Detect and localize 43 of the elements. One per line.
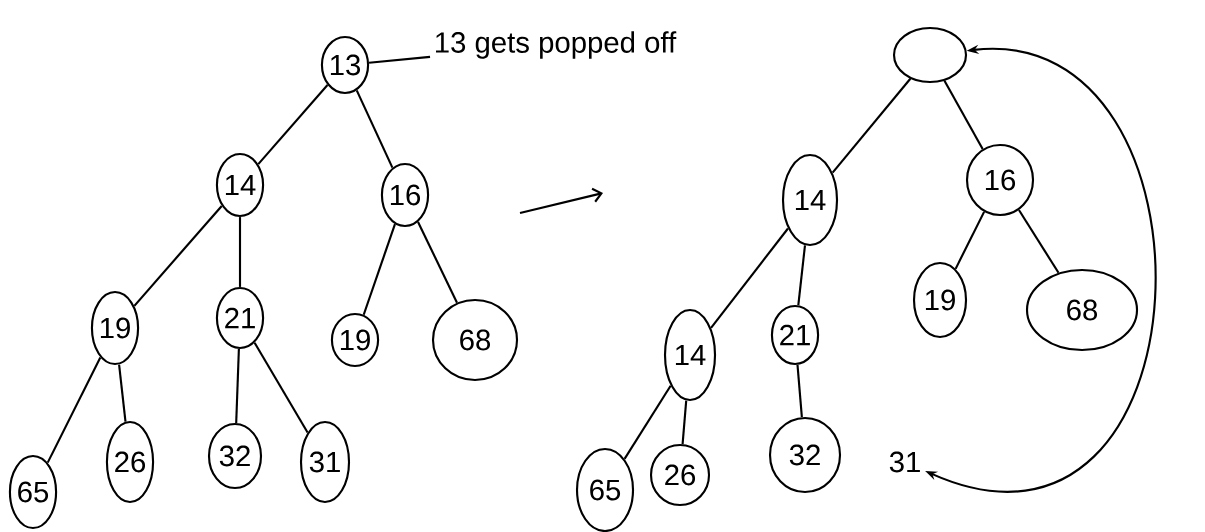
tree-node: 14 [781,153,839,247]
connector-line [238,217,242,287]
leader-line [368,55,431,64]
tree-node: 14 [663,308,717,402]
connector-line [710,227,789,329]
tree-node: 31 [299,420,351,504]
tree-node: 14 [215,152,265,218]
tree-node: 68 [1025,268,1139,352]
tree-node: 65 [8,454,58,530]
connector-line [253,342,309,434]
connector-line [831,78,912,174]
tree-node: 19 [912,261,968,339]
connector-line [362,223,396,316]
tree-node: 65 [575,447,635,532]
connector-line [257,84,329,165]
annotation-text: 31 [889,451,920,473]
tree-node: 13 [320,35,370,95]
tree-node: 21 [770,304,820,366]
tree-node: 32 [768,416,842,494]
connector-line [133,205,223,307]
tree-node: 68 [431,298,519,382]
tree-node: 26 [649,443,711,507]
empty-node [892,26,968,84]
connector-line [796,364,803,418]
connector-line [797,245,807,306]
tree-node: 21 [215,286,265,350]
tree-node: 16 [380,162,430,228]
tree-node: 19 [330,312,380,368]
tree-node: 26 [105,420,155,504]
tree-node: 19 [90,290,140,366]
annotation-text: 13 gets popped off [436,31,677,59]
connector-line [235,349,240,423]
connector-line [943,80,984,150]
connector-line [623,385,672,460]
connector-line [954,211,986,270]
connector-line [46,356,102,464]
tree-node: 16 [965,143,1035,217]
connector-line [1018,209,1060,274]
connector-line [417,221,458,304]
connector-line [681,400,688,445]
connector-line [355,89,394,169]
tree-node: 32 [207,422,263,490]
connector-line [118,364,127,422]
